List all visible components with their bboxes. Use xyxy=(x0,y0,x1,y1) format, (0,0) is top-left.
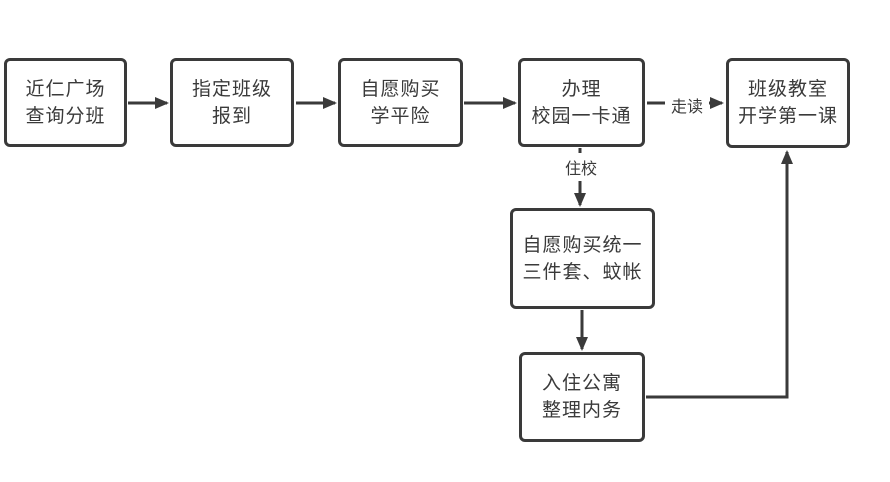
connector-dorm-to-lesson xyxy=(646,150,793,399)
edge-label-boarding: 住校 xyxy=(559,153,603,181)
node-buy-student-insurance-line1: 自愿购买 xyxy=(360,78,441,100)
node-first-lesson: 班级教室 开学第一课 xyxy=(726,58,850,148)
node-query-class-assignment: 近仁广场 查询分班 xyxy=(4,58,127,147)
node-first-lesson-line2: 开学第一课 xyxy=(737,106,838,127)
node-query-class-assignment-line2: 查询分班 xyxy=(25,105,106,127)
node-buy-student-insurance: 自愿购买 学平险 xyxy=(338,58,463,147)
node-query-class-assignment-line1: 近仁广场 xyxy=(25,78,106,100)
node-campus-card-line2: 校园一卡通 xyxy=(531,105,632,127)
node-report-to-class-line2: 报到 xyxy=(211,105,252,127)
node-move-into-dorm: 入住公寓 整理内务 xyxy=(519,352,645,442)
node-report-to-class-line1: 指定班级 xyxy=(191,78,272,100)
node-buy-bedding-set: 自愿购买统一 三件套、蚊帐 xyxy=(510,208,655,309)
node-campus-card: 办理 校园一卡通 xyxy=(518,58,645,147)
node-report-to-class: 指定班级 报到 xyxy=(170,58,294,147)
node-buy-student-insurance-line2: 学平险 xyxy=(370,105,431,127)
node-buy-bedding-set-line1: 自愿购买统一 xyxy=(522,234,643,256)
node-buy-bedding-set-line2: 三件套、蚊帐 xyxy=(522,261,643,283)
node-move-into-dorm-line1: 入住公寓 xyxy=(541,373,622,394)
node-campus-card-line1: 办理 xyxy=(561,78,602,100)
edge-label-day-student: 走读 xyxy=(665,91,709,118)
node-move-into-dorm-line2: 整理内务 xyxy=(541,400,622,421)
node-first-lesson-line1: 班级教室 xyxy=(747,79,828,100)
